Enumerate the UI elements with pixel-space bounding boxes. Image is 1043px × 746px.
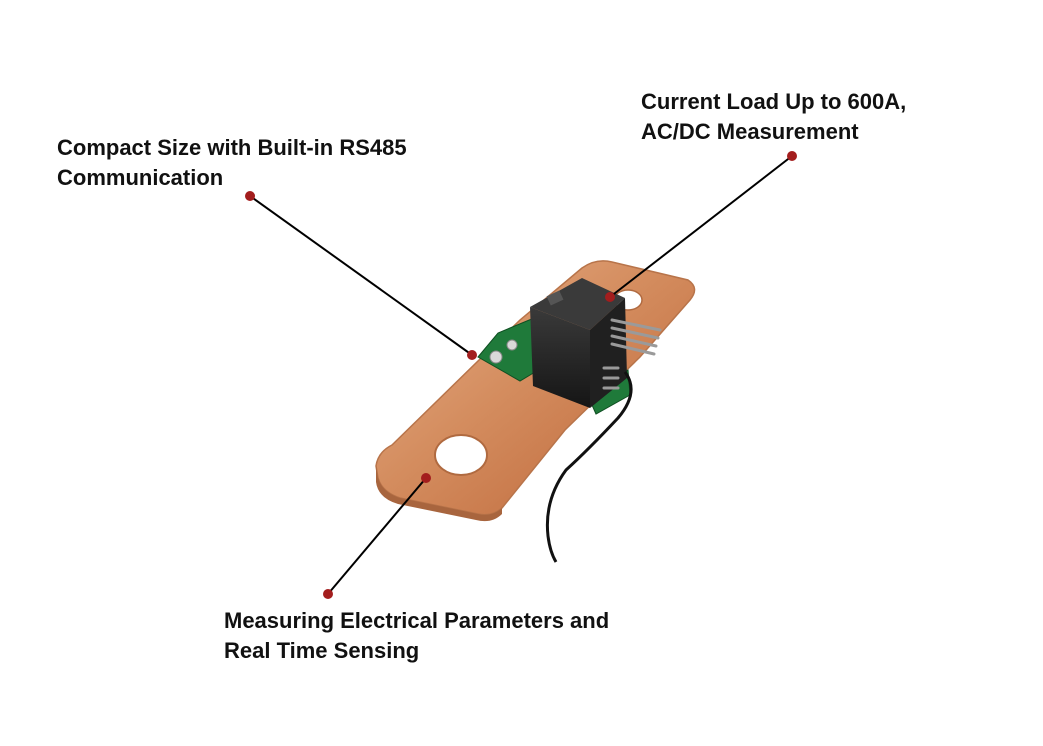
callout-sensing-line2: Real Time Sensing [224, 638, 420, 663]
header-pins [602, 318, 662, 390]
marker-dot [605, 292, 615, 302]
callout-sensing: Measuring Electrical Parameters and Real… [224, 606, 609, 666]
callout-rs485-line1: Compact Size with Built-in RS485 [57, 135, 407, 160]
marker-dot [245, 191, 255, 201]
callout-current-line1: Current Load Up to 600A, [641, 89, 907, 114]
callout-leader-lines [249, 155, 793, 595]
marker-dot [467, 350, 477, 360]
marker-dot [787, 151, 797, 161]
callout-current: Current Load Up to 600A, AC/DC Measureme… [641, 87, 906, 147]
marker-dot [421, 473, 431, 483]
callout-current-line2: AC/DC Measurement [641, 119, 859, 144]
mounting-hole-front [434, 434, 488, 476]
callout-markers [245, 151, 797, 599]
callout-rs485: Compact Size with Built-in RS485 Communi… [57, 133, 407, 193]
callout-sensing-line1: Measuring Electrical Parameters and [224, 608, 610, 633]
sensor-cable [545, 371, 633, 563]
current-sensor [530, 278, 627, 408]
marker-dot [323, 589, 333, 599]
callout-rs485-line2: Communication [57, 165, 224, 190]
